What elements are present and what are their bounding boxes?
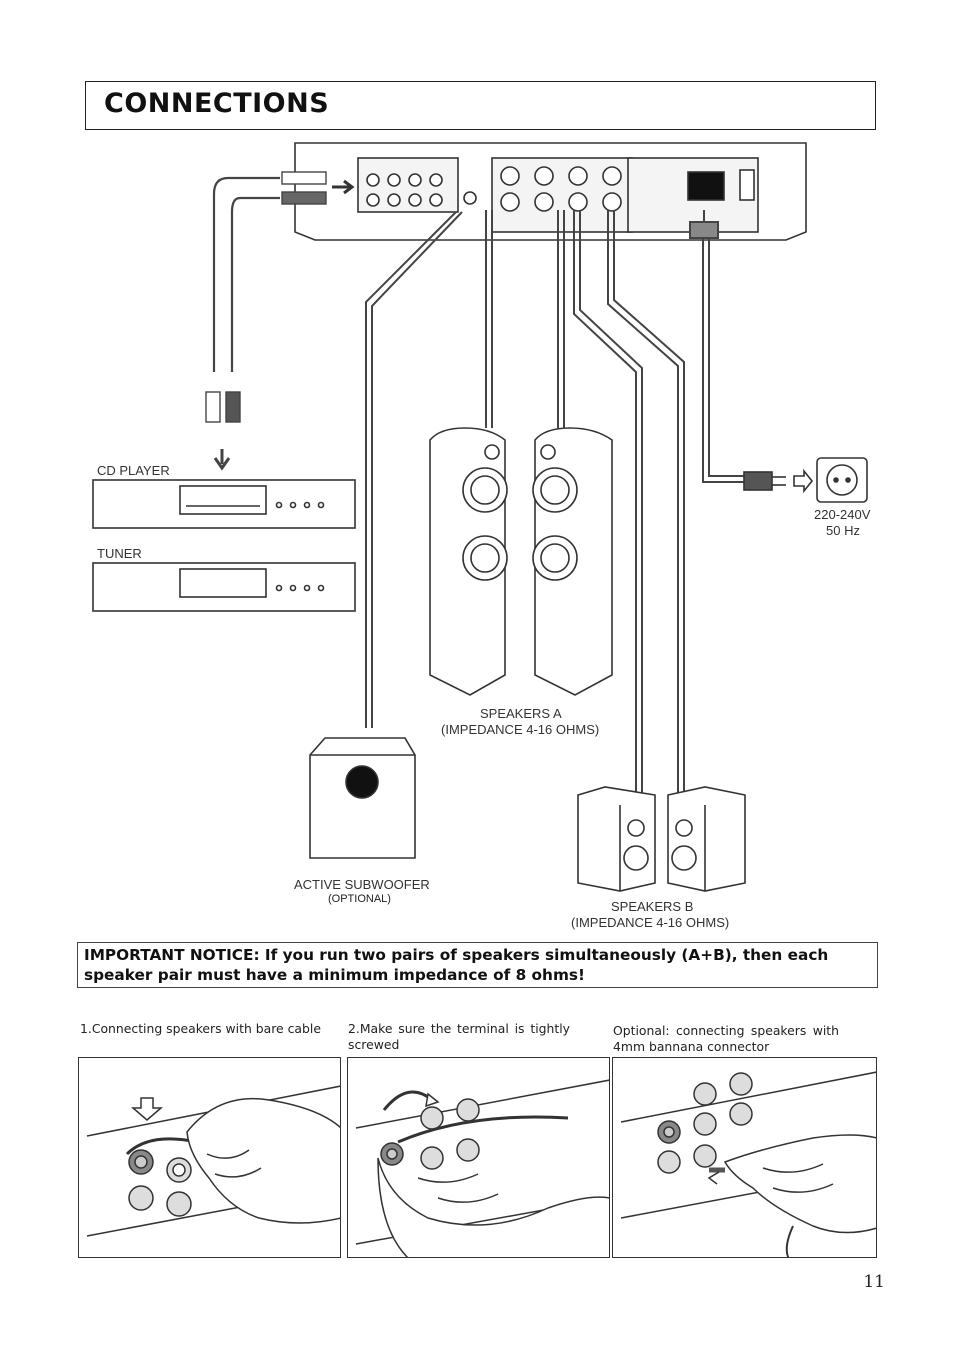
wall-socket — [816, 457, 868, 503]
speakers-b-impedance: (IMPEDANCE 4-16 OHMS) — [571, 915, 730, 930]
step-1-illustration — [78, 1057, 341, 1258]
step-1-caption: 1.Connecting speakers with bare cable — [80, 1021, 321, 1036]
step-2-caption: 2.Make sure the terminal is tightly scre… — [348, 1021, 570, 1052]
subwoofer-device — [309, 737, 416, 859]
step-2-illustration — [347, 1057, 610, 1258]
bare-cable-illustration — [86, 1085, 340, 1237]
speakers-a-label: SPEAKERS A — [480, 706, 562, 721]
page-title: CONNECTIONS — [104, 88, 330, 119]
screw-terminal-illustration — [355, 1079, 609, 1257]
speaker-a-cables — [485, 210, 565, 428]
power-cable — [689, 210, 744, 483]
cd-player-label: CD PLAYER — [97, 463, 170, 478]
rca-cables — [205, 171, 327, 471]
step-3-illustration — [612, 1057, 877, 1258]
speakers-a-towers — [429, 427, 613, 696]
speakers-b-bookshelf — [577, 786, 746, 892]
step-3-caption: Optional: connecting speakers with 4mm b… — [613, 1023, 839, 1054]
power-voltage: 220-240V — [814, 507, 871, 522]
power-plug — [743, 468, 814, 494]
title-box: CONNECTIONS — [85, 81, 876, 130]
subwoofer-label: ACTIVE SUBWOOFER — [294, 877, 430, 892]
connection-diagram — [92, 142, 868, 892]
amplifier-rear-panel — [294, 142, 807, 241]
tuner-device — [92, 562, 356, 612]
subwoofer-optional: (OPTIONAL) — [328, 893, 391, 905]
speakers-b-label: SPEAKERS B — [611, 899, 694, 914]
subwoofer-cable — [365, 211, 463, 728]
tuner-label: TUNER — [97, 546, 142, 561]
power-frequency: 50 Hz — [826, 523, 860, 538]
page-number: 11 — [863, 1272, 885, 1292]
banana-connector-illustration — [620, 1071, 876, 1257]
important-notice: IMPORTANT NOTICE: If you run two pairs o… — [77, 942, 878, 988]
speaker-b-cables — [573, 210, 685, 800]
speakers-a-impedance: (IMPEDANCE 4-16 OHMS) — [441, 722, 600, 737]
cd-player-device — [92, 479, 356, 529]
